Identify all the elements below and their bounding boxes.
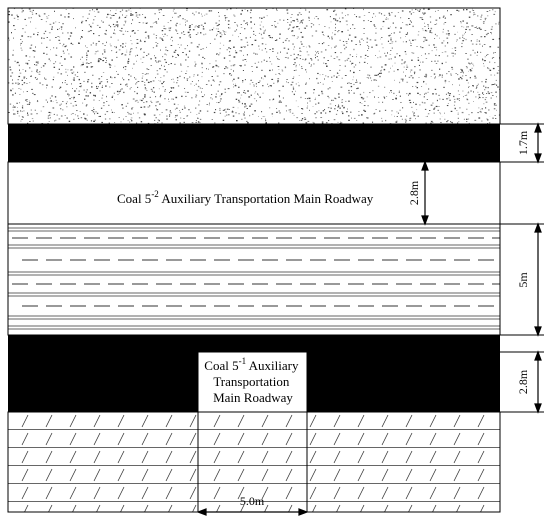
mudstone-interburden-layer — [7, 223, 501, 336]
lower-roadway-opening — [197, 351, 308, 413]
interburden-thickness-label: 5m — [516, 272, 530, 288]
lower-roadway-label: Coal 5-1 Auxiliary Transportation Main R… — [204, 356, 301, 405]
top-coal-thickness-label: 1.7m — [516, 130, 530, 155]
coal-seam-5-2-layer — [8, 124, 500, 162]
upper-roadway-space — [7, 161, 501, 225]
upper-roadway-height-label: 2.8m — [407, 180, 421, 205]
sandstone-roof-layer — [7, 7, 501, 125]
lower-coal-thickness-label: 2.8m — [516, 369, 530, 394]
upper-roadway-label: Coal 5-2 Auxiliary Transportation Main R… — [117, 189, 374, 206]
roadway-width-label: 5.0m — [240, 494, 265, 508]
